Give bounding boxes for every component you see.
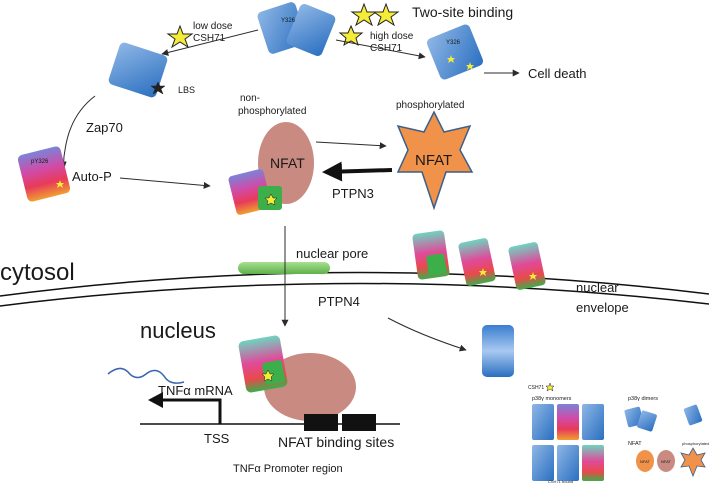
nfat-binding-sites-label: NFAT binding sites [278, 434, 394, 450]
arrow-ptpn4 [387, 317, 467, 352]
star-icon [529, 272, 537, 280]
arrow-to-complex [119, 177, 211, 189]
legend-nfat-phos-shape [680, 447, 706, 478]
legend-dimer-a2 [637, 410, 657, 432]
kinase-two-site-bound: Y326 [426, 24, 484, 80]
kinase-nuclear [238, 335, 288, 393]
tss-arrow [160, 398, 222, 424]
legend-dimers-title: p38γ dimers [628, 396, 658, 402]
legend-nfat-orange-circle [636, 450, 654, 472]
nfat-nonphos-shape [258, 122, 314, 204]
arrow-phosphorylate [315, 141, 387, 150]
csh71-high-label: CSH71 [370, 43, 403, 54]
high-dose-label: high dose [370, 31, 414, 42]
nfat-binding-site-2 [342, 414, 376, 431]
star-icon-group-two-site [350, 2, 400, 27]
star-icon [350, 2, 378, 27]
kinase-auto-p: pY326 [17, 146, 71, 202]
tnfa-mrna-label: TNFα mRNA [158, 383, 233, 398]
phosphorylated-label: phosphorylated [396, 100, 464, 111]
legend-monomer-1 [532, 404, 554, 440]
arrow-dephosphorylate [322, 161, 393, 182]
kinase-dephosphorylated [482, 325, 514, 377]
nfat-left-label: NFAT [270, 155, 305, 171]
kinase-envelope-3 [508, 242, 546, 290]
nfat-right-label: NFAT [415, 152, 452, 169]
kinase-dimer-top: Y326 [257, 2, 336, 57]
y326-right-label: Y326 [446, 40, 461, 46]
cytosol-label: cytosol [0, 259, 75, 286]
y326-top-label: Y326 [281, 18, 296, 24]
legend-nfat-title: NFAT [628, 441, 642, 447]
nucleus-label: nucleus [140, 318, 216, 343]
envelope-line-outer [0, 271, 709, 297]
nfat-binding-site-1 [304, 414, 338, 431]
star-icon [166, 24, 194, 49]
star-icon [466, 62, 474, 70]
nfat-nuclear-shape [264, 353, 356, 421]
mrna-squiggle [107, 367, 185, 384]
legend-nfat-a-label: NFAT [640, 459, 650, 464]
legend-phosphorylated: phosphorylated [682, 441, 709, 446]
csh71-low-label: CSH71 [193, 33, 226, 44]
legend-csh71-label: CSH71 [528, 385, 544, 391]
legend-monomer-3 [582, 404, 604, 440]
star-icon [447, 55, 455, 63]
star-icon [261, 369, 275, 382]
kinase-complex [228, 169, 282, 215]
kinase-envelope-2 [458, 238, 496, 286]
star-icon [479, 268, 487, 276]
legend-monomer-4 [532, 445, 554, 481]
star-icon [545, 382, 555, 392]
legend-nfat-b-label: NFAT [661, 459, 671, 464]
non-phos-label-2: phosphorylated [238, 106, 306, 117]
legend-monomer-5 [557, 445, 579, 481]
promoter-region-label: TNFα Promoter region [233, 463, 343, 475]
low-dose-label: low dose [193, 21, 233, 32]
kinase-auto-p-label: pY326 [31, 159, 49, 165]
nuclear-envelope-label-2: envelope [576, 300, 629, 315]
star-icon [56, 180, 64, 188]
arrow-to-two-site [335, 39, 426, 60]
auto-p-label: Auto-P [72, 169, 112, 184]
star-icon [150, 81, 166, 95]
envelope-line-inner [0, 282, 709, 307]
star-icon [264, 193, 278, 206]
zap70-label: Zap70 [86, 120, 123, 135]
legend-nfat-pink-circle [657, 450, 675, 472]
legend-monomer-2 [557, 404, 579, 440]
kinase-lbs [108, 42, 168, 98]
non-phos-label-1: non- [240, 93, 260, 104]
ptpn3-label: PTPN3 [332, 186, 374, 201]
tss-arrowhead [148, 392, 163, 408]
legend-dimer-b [683, 404, 703, 426]
legend-panel: CSH71 p38γ monomers CSH71 bound p38γ dim… [528, 382, 709, 484]
arrow-to-lbs [161, 29, 259, 56]
nuclear-pore-shape [238, 262, 330, 274]
tss-label: TSS [204, 431, 230, 446]
legend-monomer-6 [582, 445, 604, 481]
kinase-envelope-1 [412, 230, 450, 280]
star-icon [372, 2, 400, 27]
star-icon [338, 24, 364, 47]
lbs-label: LBS [178, 85, 195, 95]
nuclear-pore-label: nuclear pore [296, 246, 368, 261]
cell-death-label: Cell death [528, 66, 587, 81]
nuclear-envelope-label-1: nuclear [576, 280, 619, 295]
legend-monomers-title: p38γ monomers [532, 396, 572, 402]
nfat-phos-shape [396, 110, 474, 211]
legend-csh71-bound: CSH71 bound [548, 479, 573, 484]
two-site-binding-label: Two-site binding [412, 4, 513, 20]
ptpn4-label: PTPN4 [318, 294, 360, 309]
